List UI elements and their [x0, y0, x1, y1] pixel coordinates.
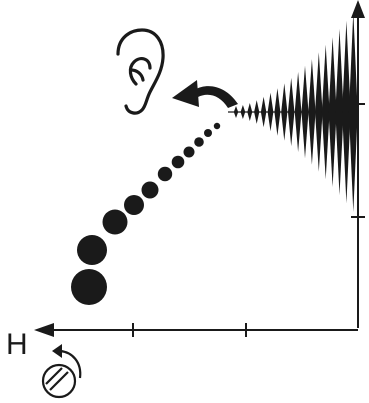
sound-path-dot: [102, 209, 128, 235]
vertical-axis-arrowhead: [351, 0, 365, 18]
h-axis-label: H: [6, 328, 28, 361]
horizontal-axis-arrowhead: [34, 323, 54, 337]
sound-path-dot: [183, 146, 195, 158]
sound-path-dot: [157, 166, 173, 182]
sound-path-dot: [171, 155, 185, 169]
sound-path-dots: [71, 122, 221, 305]
curved-arrow-icon: [172, 80, 238, 108]
ear-icon: [116, 28, 165, 115]
sound-path-dot: [77, 235, 107, 265]
sound-path-dot: [213, 122, 221, 130]
sound-path-dot: [124, 195, 144, 215]
rotation-arrowhead: [52, 344, 62, 358]
sound-path-dot: [141, 181, 159, 199]
sound-path-dot: [71, 269, 107, 305]
sound-path-dot: [204, 129, 212, 137]
sound-path-dot: [194, 137, 204, 147]
rotation-knob-icon: [41, 349, 82, 399]
